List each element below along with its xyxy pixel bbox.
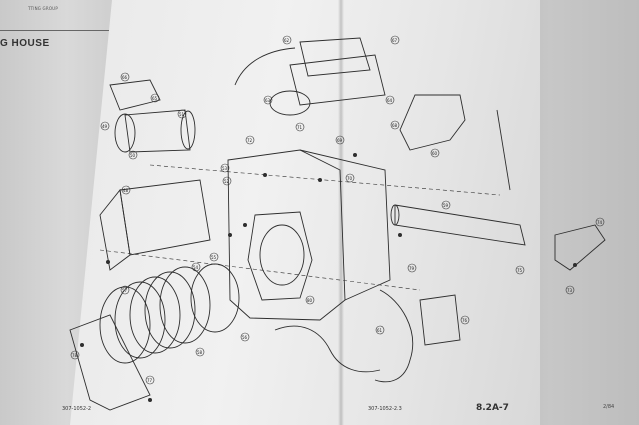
callout-label: 48 (123, 188, 129, 193)
footer-right: 2/84 (603, 404, 615, 410)
callout-label: 73 (567, 288, 573, 293)
cylinder-upper-left (124, 109, 191, 153)
callout-label: 52 (224, 179, 230, 184)
callout-label: 76 (462, 318, 468, 323)
bore-circle (259, 224, 305, 286)
callout-label: 50 (130, 153, 136, 158)
handle-rod (496, 109, 511, 191)
callout-label: 72 (247, 138, 253, 143)
top-cover-plate (299, 37, 371, 77)
callout-label: 74 (597, 220, 603, 225)
callout-label: 66 (122, 75, 128, 80)
pipe-lower-right (374, 289, 414, 383)
callout-label: 69 (337, 138, 343, 143)
callout-label: 80 (307, 298, 313, 303)
centerline-2 (99, 249, 421, 291)
left-header-fragment: TTING GROUP (28, 6, 58, 11)
housing-body (227, 149, 346, 321)
seal-ring (190, 263, 240, 333)
splined-shaft (394, 204, 526, 246)
centerline (149, 164, 501, 196)
callout-label: 54 (193, 265, 199, 270)
callout-label: 53 (222, 166, 228, 171)
upper-right-arm (399, 94, 466, 151)
page-number: 8.2A-7 (476, 403, 509, 413)
callout-label: 68 (392, 123, 398, 128)
callout-label: 77 (147, 378, 153, 383)
lower-housing (69, 314, 151, 411)
callout-label: 67 (392, 38, 398, 43)
callout-label: 58 (197, 350, 203, 355)
housing-right-panel (299, 149, 391, 301)
page-gutter (338, 0, 344, 425)
valve-block (119, 179, 211, 256)
callout-label: 65 (152, 96, 158, 101)
callout-label: 78 (72, 353, 78, 358)
callout-label: 49 (102, 124, 108, 129)
callout-label: 59 (443, 203, 449, 208)
callout-label: 63 (265, 98, 271, 103)
top-cover (289, 54, 386, 106)
callout-label: 75 (517, 268, 523, 273)
bellows (99, 266, 211, 364)
callout-label: 79 (409, 266, 415, 271)
pipe-lower-left (274, 325, 381, 373)
rocker-arm-right (554, 224, 606, 271)
callout-label: 64 (387, 98, 393, 103)
footer-center: 307-1052-2.3 (368, 406, 402, 412)
manual-page (70, 0, 540, 425)
housing-inner (247, 211, 313, 301)
callout-label: 51 (179, 112, 185, 117)
pipe-upper (234, 47, 296, 86)
left-title-fragment: G HOUSE (0, 38, 50, 49)
callout-label: 56 (242, 335, 248, 340)
callout-label: 61 (377, 328, 383, 333)
callout-label: 62 (284, 38, 290, 43)
callout-label: 71 (297, 125, 303, 130)
valve-block-side (99, 188, 131, 271)
callout-label: 57 (122, 288, 128, 293)
gasket-ring (269, 90, 311, 116)
callout-label: 60 (432, 151, 438, 156)
callout-label: 55 (211, 255, 217, 260)
lever-arm-left (109, 79, 161, 111)
callout-label: 70 (347, 176, 353, 181)
left-rule (0, 30, 110, 31)
footer-left: 307-1052-2 (62, 406, 92, 412)
bracket-lower-right (419, 294, 461, 346)
